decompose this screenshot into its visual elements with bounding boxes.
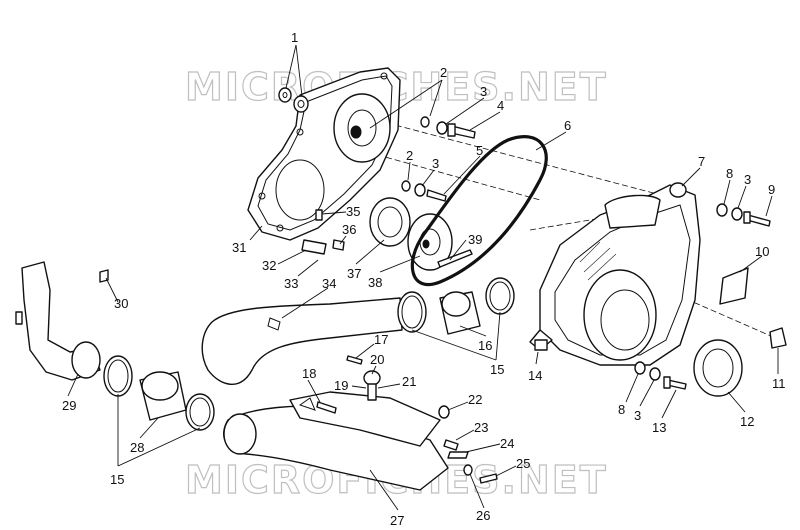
callout-22: 22 (468, 392, 482, 407)
callout-29: 29 (62, 398, 76, 413)
clip-23 (443, 439, 459, 451)
callout-8-lower: 8 (618, 402, 625, 417)
boot-28 (139, 371, 187, 421)
clip-24 (447, 451, 469, 459)
callout-31: 31 (232, 240, 246, 255)
screw-25 (479, 473, 498, 484)
callout-2-middle: 2 (406, 148, 413, 163)
callout-17: 17 (374, 332, 388, 347)
callout-36: 36 (342, 222, 356, 237)
bracket-32 (301, 239, 327, 255)
decal-11 (769, 327, 787, 349)
intake-pipe-29 (15, 261, 101, 381)
grommet-22 (438, 405, 450, 419)
callout-33: 33 (284, 276, 298, 291)
clamp-15-upper-left (397, 291, 427, 333)
washer-pair-1 (278, 87, 309, 113)
screw-17 (346, 355, 363, 365)
intake-duct-34 (201, 297, 403, 386)
callout-8-upper: 8 (726, 166, 733, 181)
callout-20: 20 (370, 352, 384, 367)
callout-30: 30 (114, 296, 128, 311)
callout-9: 9 (768, 182, 775, 197)
callout-38: 38 (368, 275, 382, 290)
callout-14: 14 (528, 368, 542, 383)
rivet-35 (315, 209, 323, 221)
callout-15-lower: 15 (110, 472, 124, 487)
callout-27: 27 (390, 513, 404, 528)
callout-19: 19 (334, 378, 348, 393)
clamp-15-upper-right (485, 277, 515, 315)
callout-13: 13 (652, 420, 666, 435)
cover-gasket-12 (693, 339, 743, 397)
callout-32: 32 (262, 258, 276, 273)
clamp-15-lower-right (185, 393, 215, 431)
fastener-set-lower-right (634, 361, 687, 390)
outer-clutch-cover (529, 182, 701, 366)
callout-16: 16 (478, 338, 492, 353)
callout-28: 28 (130, 440, 144, 455)
callout-3-middle: 3 (432, 156, 439, 171)
fastener-set-right (716, 203, 771, 227)
callout-11: 11 (772, 376, 786, 391)
callout-34: 34 (322, 276, 336, 291)
drive-belt (410, 135, 548, 286)
seal-37 (369, 197, 411, 247)
washer-26 (463, 464, 473, 476)
callout-18: 18 (302, 366, 316, 381)
fastener-set-middle (401, 180, 447, 202)
callout-7: 7 (698, 154, 705, 169)
callout-15-upper: 15 (490, 362, 504, 377)
screw-18 (316, 401, 337, 414)
boot-16 (439, 291, 481, 335)
callout-23: 23 (474, 420, 488, 435)
callout-12: 12 (740, 414, 754, 429)
callout-37: 37 (347, 266, 361, 281)
decal-10 (719, 267, 749, 305)
callout-21: 21 (402, 374, 416, 389)
leader-lines (67, 44, 779, 511)
callout-labels: 1 2 3 4 6 2 3 5 7 8 3 9 10 11 12 8 3 13 … (62, 30, 786, 528)
callout-24: 24 (500, 436, 514, 451)
fastener-set-upper (420, 116, 476, 139)
callout-1: 1 (291, 30, 298, 45)
knob-20-fastener (363, 370, 381, 401)
callout-2-upper: 2 (440, 65, 447, 80)
callout-10: 10 (755, 244, 769, 259)
callout-6: 6 (564, 118, 571, 133)
callout-26: 26 (476, 508, 490, 523)
inner-cover-plate (247, 67, 401, 241)
bolt-39 (437, 249, 473, 268)
callout-3-upper: 3 (480, 84, 487, 99)
callout-5: 5 (476, 143, 483, 158)
callout-4: 4 (497, 98, 504, 113)
callout-39: 39 (468, 232, 482, 247)
callout-25: 25 (516, 456, 530, 471)
clamp-15-lower-left (103, 355, 133, 397)
callout-35: 35 (346, 204, 360, 219)
callout-3-right: 3 (744, 172, 751, 187)
callout-3-lower: 3 (634, 408, 641, 423)
